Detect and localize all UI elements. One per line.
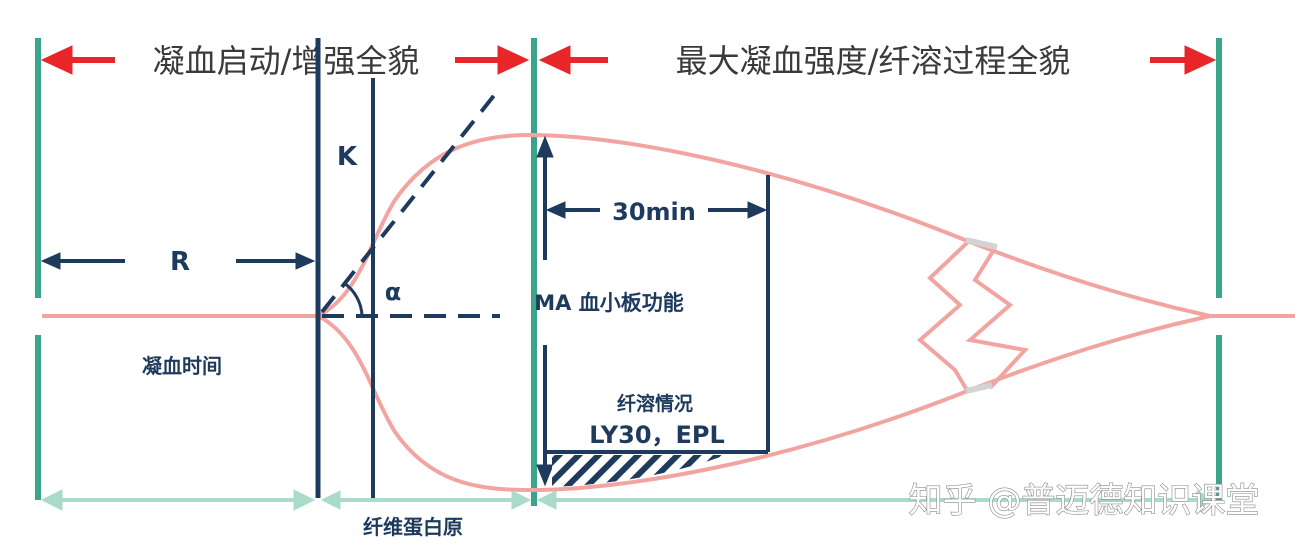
curve-gap-marks (965, 237, 998, 394)
fibrinolysis-label: 纤溶情况 (617, 392, 693, 415)
left-section-title: 凝血启动/增强全貌 (153, 42, 420, 80)
fibrinogen-label: 纤维蛋白原 (363, 515, 463, 539)
clotting-time-label: 凝血时间 (142, 354, 222, 378)
ly30-epl-label: LY30，EPL (589, 421, 725, 449)
alpha-arc (343, 281, 364, 317)
bottom-arrow-right-section (536, 490, 1217, 510)
alpha-tangent-dashed-line (320, 86, 502, 314)
alpha-label: α (385, 278, 402, 306)
right-section-title: 最大凝血强度/纤溶过程全貌 (676, 42, 1071, 80)
header-arrow-left-section (40, 45, 530, 75)
teg-curve (42, 132, 1295, 493)
header-arrow-right-section (538, 45, 1217, 75)
bottom-arrow-r (40, 489, 316, 511)
r-label: R (170, 247, 190, 277)
thirty-min-arrow (545, 201, 768, 219)
thirty-min-label: 30min (612, 198, 696, 226)
r-arrow (40, 252, 316, 270)
ma-arrow (536, 135, 554, 487)
bottom-arrow-fibrinogen (320, 490, 532, 510)
ly30-hatched-area (552, 455, 726, 487)
watermark: 知乎 @普迈德知识课堂 (909, 481, 1260, 521)
ma-label: MA 血小板功能 (534, 291, 683, 315)
k-label: K (337, 142, 358, 172)
